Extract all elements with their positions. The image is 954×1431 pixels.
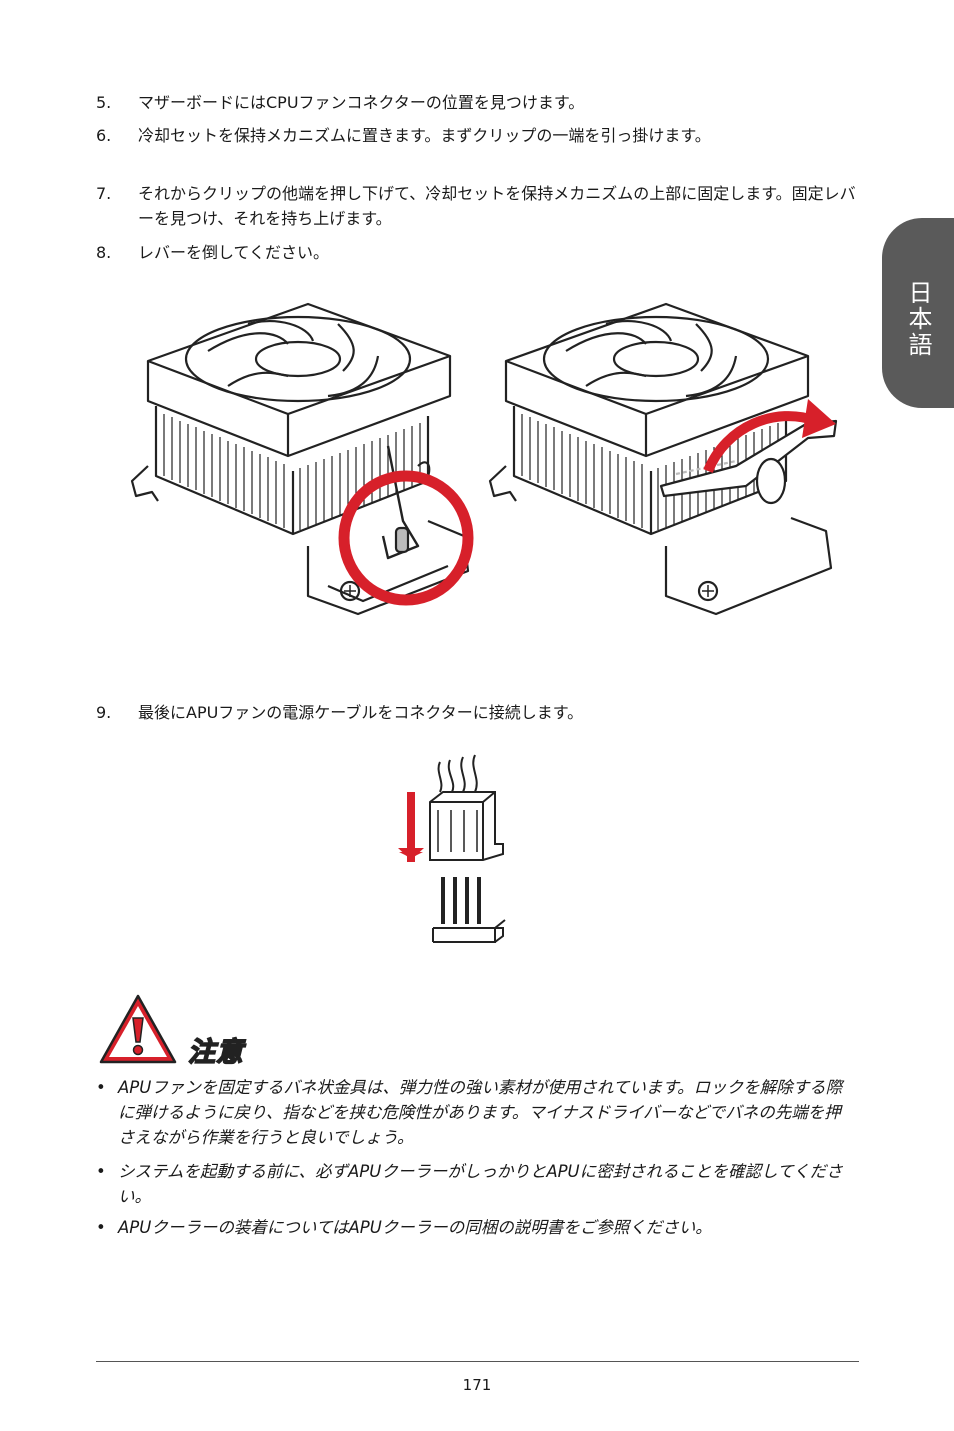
- step-text: それからクリップの他端を押し下げて、冷却セットを保持メカニズムの上部に固定します…: [138, 184, 856, 228]
- caution-text: APUファンを固定するバネ状金具は、弾力性の強い素材が使用されています。ロックを…: [118, 1078, 843, 1147]
- caution-text: APUクーラーの装着についてはAPUクーラーの同梱の説明書をご参照ください。: [118, 1218, 712, 1237]
- step-number: 6.: [96, 126, 112, 145]
- bullet-mark: •: [96, 1078, 106, 1097]
- step-9: 9. 最後にAPUファンの電源ケーブルをコネクターに接続します。: [96, 700, 856, 725]
- step-text: 冷却セットを保持メカニズムに置きます。まずクリップの一端を引っ掛けます。: [138, 126, 711, 145]
- step-number: 9.: [96, 703, 112, 722]
- language-tab: 日本語: [882, 218, 954, 408]
- down-arrow-icon: [398, 792, 424, 862]
- page-number: 171: [462, 1376, 492, 1394]
- caution-title: 注意: [187, 1036, 244, 1069]
- caution-text: システムを起動する前に、必ずAPUクーラーがしっかりとAPUに密封されることを確…: [118, 1162, 843, 1206]
- step-number: 5.: [96, 93, 112, 112]
- step-number: 7.: [96, 184, 112, 203]
- bullet-mark: •: [96, 1162, 106, 1181]
- step-5: 5. マザーボードにはCPUファンコネクターの位置を見つけます。: [96, 90, 856, 115]
- fan-connector-illustration: [398, 754, 506, 943]
- highlight-circle: [338, 470, 474, 606]
- bullet-mark: •: [96, 1218, 106, 1237]
- step-6: 6. 冷却セットを保持メカニズムに置きます。まずクリップの一端を引っ掛けます。: [96, 123, 856, 148]
- footer-divider: [96, 1361, 859, 1362]
- step-number: 8.: [96, 243, 112, 262]
- step-text: レバーを倒してください。: [138, 243, 330, 262]
- rotation-arrow: [703, 411, 818, 474]
- caution-item: • APUクーラーの装着についてはAPUクーラーの同梱の説明書をご参照ください。: [96, 1215, 856, 1240]
- step-text: マザーボードにはCPUファンコネクターの位置を見つけます。: [138, 93, 585, 112]
- warning-triangle-icon: [99, 994, 177, 1064]
- caution-item: • APUファンを固定するバネ状金具は、弾力性の強い素材が使用されています。ロッ…: [96, 1075, 856, 1150]
- cooler-illustration-left: [130, 302, 474, 616]
- step-7: 7. それからクリップの他端を押し下げて、冷却セットを保持メカニズムの上部に固定…: [96, 181, 856, 231]
- cooler-illustration-right: [488, 302, 838, 616]
- step-text: 最後にAPUファンの電源ケーブルをコネクターに接続します。: [138, 703, 584, 722]
- step-8: 8. レバーを倒してください。: [96, 240, 856, 265]
- caution-item: • システムを起動する前に、必ずAPUクーラーがしっかりとAPUに密封されること…: [96, 1159, 856, 1209]
- language-tab-label: 日本語: [904, 280, 932, 358]
